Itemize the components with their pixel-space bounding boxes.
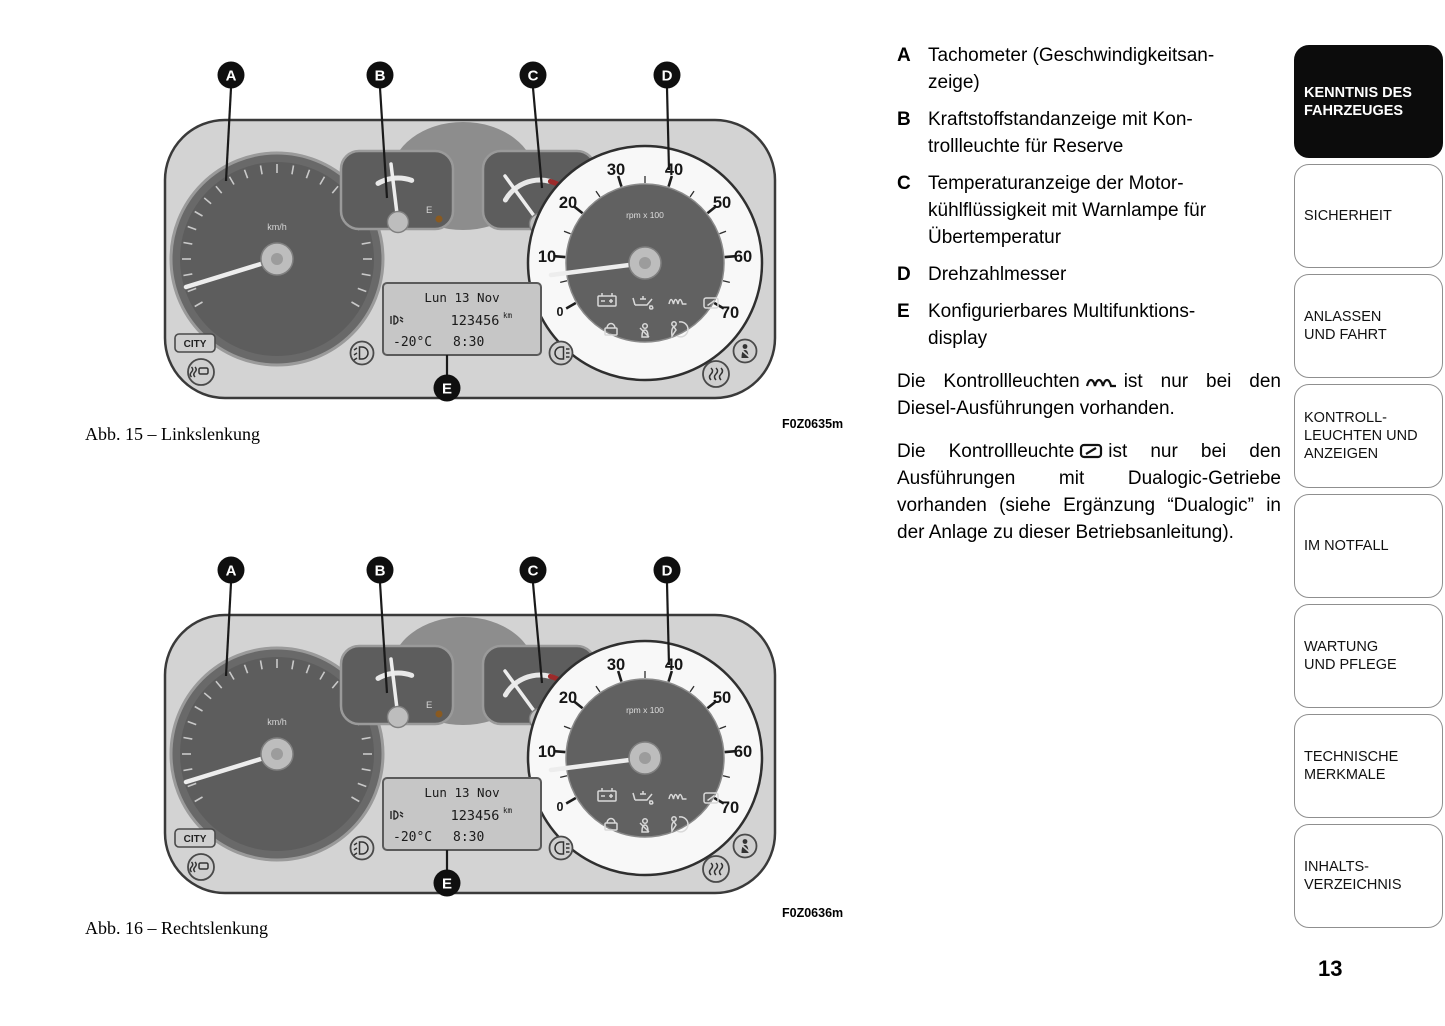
legend-letter: B <box>897 109 911 130</box>
legend: A Tachometer (Geschwindigkeitsan- zeige)… <box>897 42 1281 546</box>
legend-item-b: B Kraftstoffstandanzeige mit Kon- trolll… <box>897 106 1281 160</box>
tab-technische-merkmale: TECHNISCHE MERKMALE <box>1294 714 1443 818</box>
legend-item-c: C Temperaturanzeige der Motor- kühlflüss… <box>897 170 1281 251</box>
gearbox-icon <box>1080 443 1103 459</box>
legend-letter: C <box>897 173 911 194</box>
figure-caption-2: Abb. 16 – Rechtslenkung <box>85 918 268 938</box>
page-number: 13 <box>1318 956 1343 981</box>
legend-item-d: D Drehzahlmesser <box>897 261 1281 288</box>
legend-letter: E <box>897 301 910 322</box>
tab-anlassen-und-fahrt: ANLASSEN UND FAHRT <box>1294 274 1443 378</box>
tab-inhaltsverzeichnis: INHALTS- VERZEICHNIS <box>1294 824 1443 928</box>
tab-im-notfall: IM NOTFALL <box>1294 494 1443 598</box>
legend-text: Konfigurierbares Multifunktions- display <box>928 301 1196 349</box>
figure-code-2: F0Z0636m <box>782 906 844 920</box>
note-text: ist nur bei den Ausführungen mit Dualogi… <box>897 441 1282 543</box>
note-text: ist nur bei den Diesel-Ausführungen vorh… <box>897 371 1282 419</box>
tab-sicherheit: SICHERHEIT <box>1294 164 1443 268</box>
legend-text: Kraftstoffstandanzeige mit Kon- trollleu… <box>928 109 1193 157</box>
figure-code-1: F0Z0635m <box>782 417 844 431</box>
tab-kenntnis-des-fahrzeuges: KENNTNIS DES FAHRZEUGES <box>1294 45 1443 158</box>
glow-plug-icon <box>1085 378 1116 388</box>
tab-wartung-und-pflege: WARTUNG UND PFLEGE <box>1294 604 1443 708</box>
figure-cluster-lhd <box>155 48 795 413</box>
note-text: Die Kontrollleuchte <box>897 441 1075 462</box>
legend-text: Tachometer (Geschwindigkeitsan- zeige) <box>928 45 1215 93</box>
legend-letter: A <box>897 45 911 66</box>
tab-kontrollleuchten-und-anzeigen: KONTROLL- LEUCHTEN UND ANZEIGEN <box>1294 384 1443 488</box>
figure-caption-1: Abb. 15 – Linkslenkung <box>85 424 260 444</box>
legend-letter: D <box>897 264 911 285</box>
note-text: Die Kontrollleuchten <box>897 371 1080 392</box>
figure-cluster-rhd <box>155 543 795 908</box>
legend-item-a: A Tachometer (Geschwindigkeitsan- zeige) <box>897 42 1281 96</box>
legend-text: Temperaturanzeige der Motor- kühlflüssig… <box>928 173 1207 248</box>
legend-item-e: E Konfigurierbares Multifunktions- displ… <box>897 298 1281 352</box>
section-tabs: KENNTNIS DES FAHRZEUGES SICHERHEIT ANLAS… <box>1294 45 1443 934</box>
legend-text: Drehzahlmesser <box>928 264 1067 285</box>
